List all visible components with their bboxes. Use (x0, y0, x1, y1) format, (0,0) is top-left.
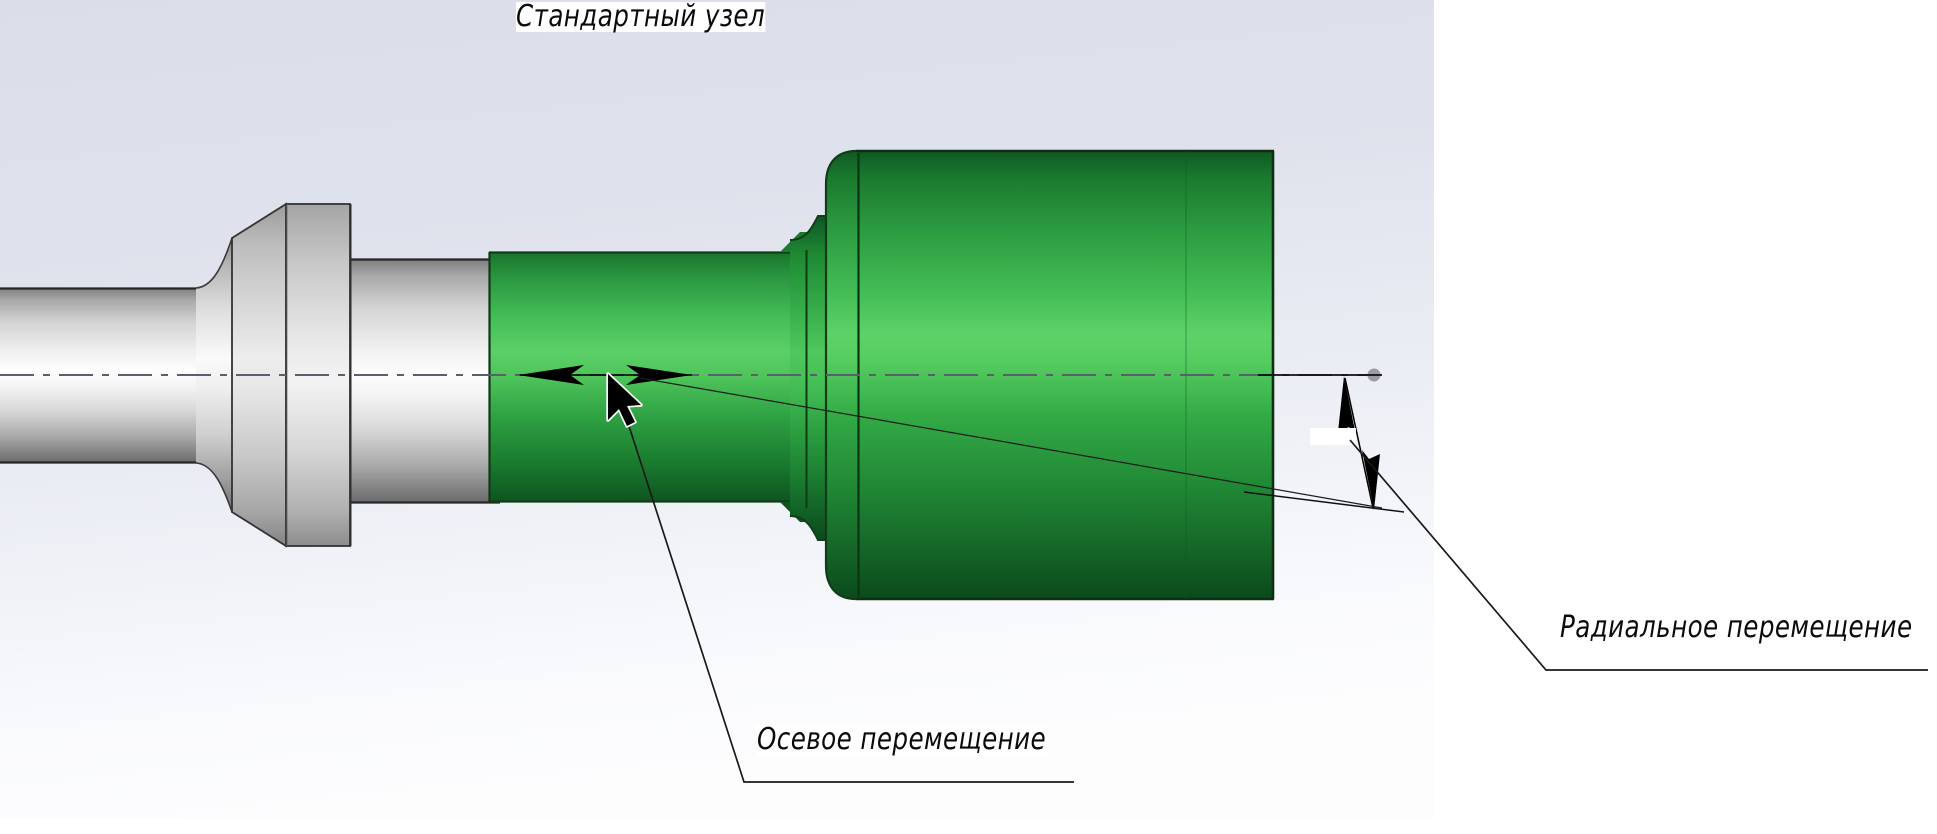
axial-arrow-head-right (626, 365, 692, 385)
mouse-cursor (606, 372, 643, 428)
shaft-taper-cone[interactable] (196, 238, 232, 512)
radial-arrow-head-up (1338, 376, 1356, 436)
tangent-construction-line (639, 377, 1383, 509)
shaft-cylinder-left[interactable] (0, 288, 196, 463)
shaft-cylinder-right[interactable] (350, 259, 500, 503)
radial-witness-bottom (1243, 491, 1405, 513)
coupling-step[interactable] (790, 216, 832, 540)
radial-dimension[interactable] (1243, 374, 1405, 513)
radial-leader (1349, 439, 1928, 671)
leader-lines (617, 377, 1928, 783)
axial-arrow-head-left (518, 365, 584, 385)
axial-leader (617, 391, 1074, 783)
radial-gap-mask (1310, 428, 1356, 445)
radial-arrow-head-down (1362, 450, 1380, 510)
axial-double-arrow[interactable] (518, 365, 692, 385)
